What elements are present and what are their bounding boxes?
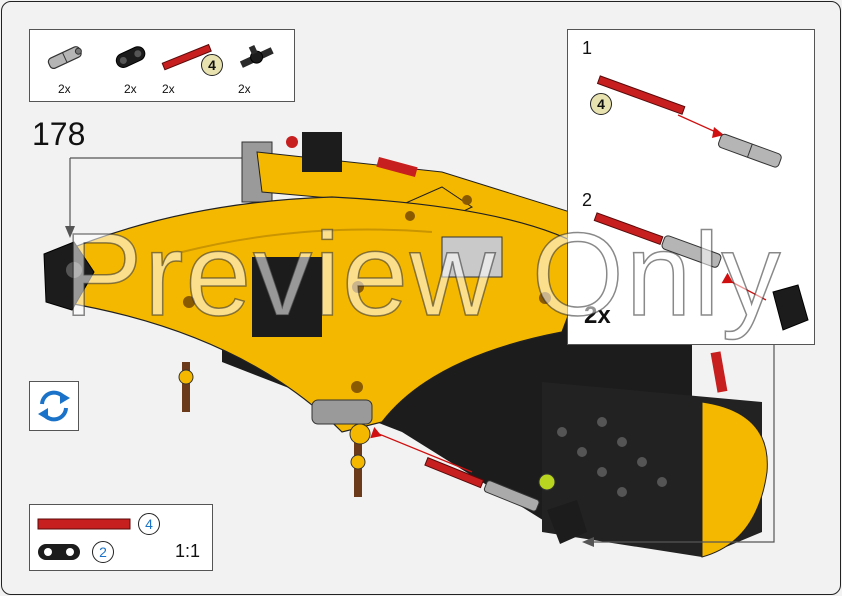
red-axle-icon [37, 518, 131, 530]
sub-step-number: 2 [582, 190, 593, 210]
gray-axle-connector-icon [47, 46, 82, 70]
sub-assembly-illustration [593, 75, 809, 331]
red-axle-icon [161, 43, 212, 71]
part-item: 2x [108, 40, 154, 96]
multiplier-label: 2x [584, 302, 611, 329]
part-qty: 2x [238, 82, 251, 96]
element-reference-box: 4 2 1:1 [29, 504, 213, 571]
part-qty: 2x [58, 82, 71, 96]
sub-assembly-callout: 1 4 2 2x [567, 29, 815, 345]
sub-step-number: 1 [582, 38, 593, 58]
rotate-model-indicator [29, 381, 79, 431]
beam-length-count: 2 [92, 541, 114, 563]
part-item: 2x [42, 40, 88, 96]
rotate-icon [38, 390, 70, 422]
black-pin-connector-icon [239, 44, 274, 68]
black-beam-icon [115, 46, 146, 68]
part-item: 2x [234, 40, 280, 96]
step-number: 178 [32, 116, 86, 152]
part-qty: 2x [162, 82, 175, 96]
part-item: 2x [158, 40, 212, 96]
black-beam-icon [38, 544, 80, 560]
parts-list-box: 2x 2x 2x 4 [29, 29, 295, 102]
axle-length-badge: 4 [590, 93, 612, 115]
part-qty: 2x [124, 82, 137, 96]
axle-length-badge: 4 [201, 54, 223, 76]
scale-label: 1:1 [175, 541, 201, 561]
axle-length-count: 4 [138, 513, 160, 535]
